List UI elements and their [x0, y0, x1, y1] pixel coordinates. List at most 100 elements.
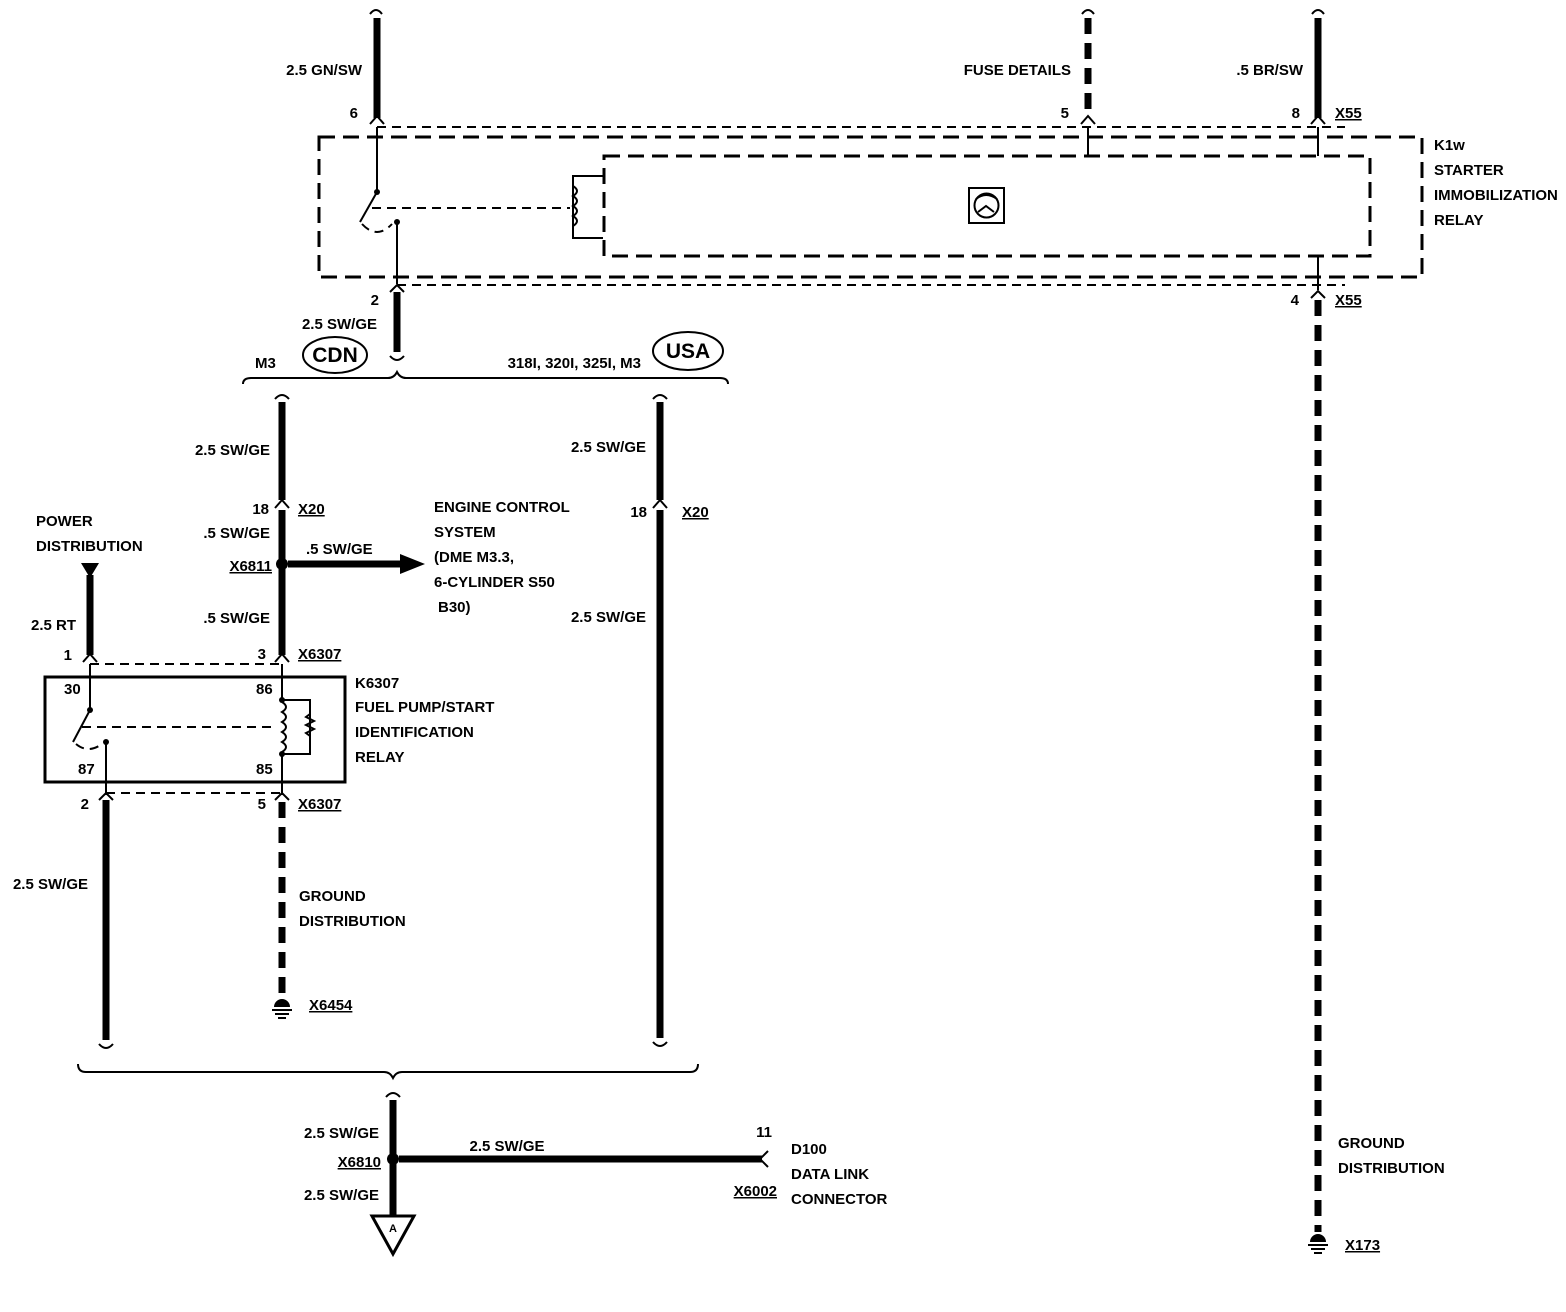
- power-distribution-icon: [81, 563, 99, 663]
- engine-line2: SYSTEM: [434, 524, 496, 541]
- wire-label-split: 2.5 SW/GE: [302, 316, 377, 333]
- k1w-id-label: K1w: [1434, 137, 1465, 154]
- wire-left-lower: [98, 791, 114, 1049]
- wire-gn-sw: [369, 9, 385, 125]
- wire-left-branch-upper: [274, 394, 290, 509]
- badge-usa-label: USA: [666, 340, 710, 363]
- terminal-30-label: 30: [64, 681, 81, 698]
- wire-label-right-b: 2.5 SW/GE: [571, 609, 646, 626]
- connector-x55-top-label: X55: [1335, 105, 1362, 122]
- wire-label-left-a: 2.5 SW/GE: [195, 442, 270, 459]
- wire-fuse-details: [1080, 9, 1096, 125]
- relay-k1w-module-icon: [968, 187, 1005, 224]
- fuse-details-label: FUSE DETAILS: [964, 62, 1071, 79]
- variant-bracket-top: [242, 369, 729, 385]
- k1w-name-line2: IMMOBILIZATION: [1434, 187, 1558, 204]
- engine-line1: ENGINE CONTROL: [434, 499, 570, 516]
- dlc-x6002-label: X6002: [734, 1183, 777, 1200]
- connector-x55-bottom-label: X55: [1335, 292, 1362, 309]
- engine-line4: 6-CYLINDER S50: [434, 574, 555, 591]
- pin-3-mark: [274, 652, 290, 663]
- right-x20-label: X20: [682, 504, 709, 521]
- ground-x173-label: X173: [1345, 1237, 1380, 1254]
- wire-label-right-a: 2.5 SW/GE: [571, 439, 646, 456]
- left-x20-label: X20: [298, 501, 325, 518]
- k1w-pin-4-label: 4: [1291, 292, 1300, 309]
- k6307-id-label: K6307: [355, 675, 399, 692]
- connector-x6307-bottom-label: X6307: [298, 796, 341, 813]
- wire-label-gn-sw: 2.5 GN/SW: [286, 62, 363, 79]
- badge-cdn-label: CDN: [312, 344, 358, 367]
- splice-x6810-dot: [387, 1153, 399, 1165]
- wire-ground-x6454: [274, 791, 290, 998]
- wire-br-sw: [1310, 9, 1326, 125]
- k6307-pin-5-label: 5: [258, 796, 266, 813]
- wire-label-data-link: 2.5 SW/GE: [469, 1138, 544, 1155]
- ground-left-line1: GROUND: [299, 888, 366, 905]
- wire-sw-ge-split: [389, 283, 405, 361]
- power-line2: DISTRIBUTION: [36, 538, 143, 555]
- splice-x6810-label: X6810: [338, 1154, 381, 1171]
- wire-data-link: [399, 1150, 769, 1168]
- ground-x6454-icon: [272, 999, 292, 1019]
- dlc-id-label: D100: [791, 1141, 827, 1158]
- wire-label-left-lower: 2.5 SW/GE: [13, 876, 88, 893]
- k1w-name-line1: STARTER: [1434, 162, 1504, 179]
- wire-right-branch: [652, 394, 668, 1047]
- terminal-85-label: 85: [256, 761, 273, 778]
- wire-label-left-b: .5 SW/GE: [203, 525, 270, 542]
- power-line1: POWER: [36, 513, 93, 530]
- relay-k1w-box: [317, 135, 1424, 279]
- pin-5-label: 5: [1061, 105, 1069, 122]
- ground-right-line2: DISTRIBUTION: [1338, 1160, 1445, 1177]
- variant-label-models: 318I, 320I, 325I, M3: [508, 355, 641, 372]
- variant-bracket-bottom: [77, 1063, 699, 1081]
- splice-x6811-label: X6811: [229, 558, 272, 575]
- ground-left-line2: DISTRIBUTION: [299, 913, 406, 930]
- pin-6-label: 6: [350, 105, 358, 122]
- relay-k1w-coil-icon: [571, 175, 603, 239]
- pin-1-label: 1: [64, 647, 72, 664]
- wire-label-br-sw: .5 BR/SW: [1236, 62, 1304, 79]
- splice-x6811-dot: [276, 558, 288, 570]
- k6307-name-line2: IDENTIFICATION: [355, 724, 474, 741]
- relay-k6307-box: [43, 675, 347, 784]
- wire-label-rt: 2.5 RT: [31, 617, 76, 634]
- terminal-87-label: 87: [78, 761, 95, 778]
- wire-label-merged-top: 2.5 SW/GE: [304, 1125, 379, 1142]
- dlc-name-line2: CONNECTOR: [791, 1191, 888, 1208]
- variant-label-m3: M3: [255, 355, 276, 372]
- k6307-pin-2-label: 2: [81, 796, 89, 813]
- relay-k6307-switch: [72, 664, 275, 795]
- pin-3-label: 3: [258, 646, 266, 663]
- right-pin-18-label: 18: [630, 504, 647, 521]
- k6307-name-line1: FUEL PUMP/START: [355, 699, 494, 716]
- pin-8-label: 8: [1292, 105, 1300, 122]
- page-ref-a-arrow-icon: [369, 1214, 417, 1258]
- wire-ground-x173: [1310, 289, 1326, 1232]
- ground-x173-icon: [1308, 1234, 1328, 1254]
- k1w-pin-2-label: 2: [371, 292, 379, 309]
- dlc-name-line1: DATA LINK: [791, 1166, 869, 1183]
- relay-k1w-inner-box: [602, 154, 1372, 258]
- relay-k1w-switch: [359, 127, 570, 284]
- terminal-86-label: 86: [256, 681, 273, 698]
- k1w-name-line3: RELAY: [1434, 212, 1483, 229]
- dlc-pin-11-label: 11: [756, 1124, 772, 1141]
- engine-arrow-icon: [288, 554, 425, 574]
- wire-label-merged-bottom: 2.5 SW/GE: [304, 1187, 379, 1204]
- badge-usa: [652, 331, 724, 371]
- engine-line3: (DME M3.3,: [434, 549, 514, 566]
- wire-label-engine-branch: .5 SW/GE: [306, 541, 373, 558]
- wire-label-left-c: .5 SW/GE: [203, 610, 270, 627]
- connector-x6307-top-label: X6307: [298, 646, 341, 663]
- left-pin-18-label: 18: [252, 501, 269, 518]
- ground-right-line1: GROUND: [1338, 1135, 1405, 1152]
- page-ref-a-label: A: [389, 1223, 397, 1235]
- ground-x6454-label: X6454: [309, 997, 353, 1014]
- badge-cdn: [302, 336, 368, 374]
- k6307-name-line3: RELAY: [355, 749, 404, 766]
- engine-line5: B30): [438, 599, 471, 616]
